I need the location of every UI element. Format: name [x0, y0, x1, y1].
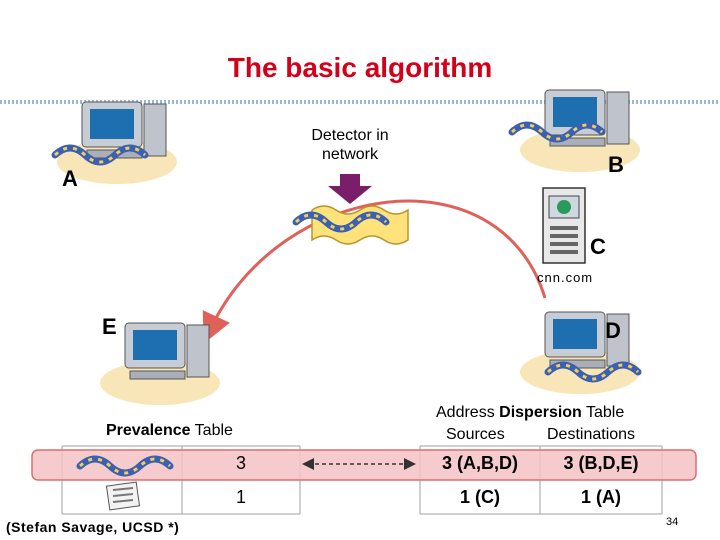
dispersion-destinations-value: 3 (B,D,E): [563, 453, 639, 473]
page-number: 34: [666, 516, 679, 528]
dispersion-heading-post: Table: [581, 404, 625, 421]
computer-icon: [100, 322, 220, 405]
dispersion-destinations-value: 1 (A): [581, 487, 621, 507]
node-label-d: D: [605, 318, 621, 343]
newspaper-icon: [105, 481, 141, 511]
prevalence-heading-bold: Prevalence: [106, 422, 191, 439]
envelope-icon: [311, 205, 409, 245]
column-header-destinations: Destinations: [547, 426, 636, 443]
prevalence-value: 1: [235, 487, 246, 507]
node-label-e: E: [102, 314, 117, 339]
title-divider: [0, 100, 720, 104]
citation: (Stefan Savage, UCSD *): [6, 519, 180, 535]
worm-icon: [292, 211, 390, 233]
prevalence-table-heading: Prevalence Table: [106, 422, 233, 440]
detector-label: Detector in network: [280, 126, 420, 164]
worm-icon: [544, 361, 642, 383]
dispersion-sources-value: 1 (C): [460, 487, 500, 507]
dispersion-table-heading: Address Dispersion Table: [436, 404, 624, 422]
node-label-a: A: [62, 166, 78, 191]
node-label-c: C: [590, 234, 606, 259]
detector-arrow-icon: [328, 174, 372, 204]
dispersion-heading-bold: Dispersion: [499, 404, 582, 421]
column-header-sources: Sources: [446, 426, 505, 443]
worm-icon: [508, 121, 606, 143]
infection-arc: [202, 199, 547, 344]
computer-icon: [57, 101, 177, 184]
dispersion-heading-pre: Address: [436, 404, 500, 421]
dispersion-sources-value: 3 (A,B,D): [442, 453, 518, 473]
detector-label-line2: network: [321, 146, 379, 163]
server-label: cnn.com: [537, 270, 594, 285]
node-label-b: B: [608, 152, 624, 177]
prevalence-heading-rest: Table: [190, 422, 233, 439]
worm-icon: [51, 144, 149, 166]
detector-label-line1: Detector in: [311, 127, 389, 144]
prevalence-value: 3: [235, 453, 246, 473]
worm-icon: [76, 455, 174, 477]
server-icon: [542, 187, 586, 264]
page-title: The basic algorithm: [227, 52, 493, 83]
computer-icon: [520, 311, 640, 394]
